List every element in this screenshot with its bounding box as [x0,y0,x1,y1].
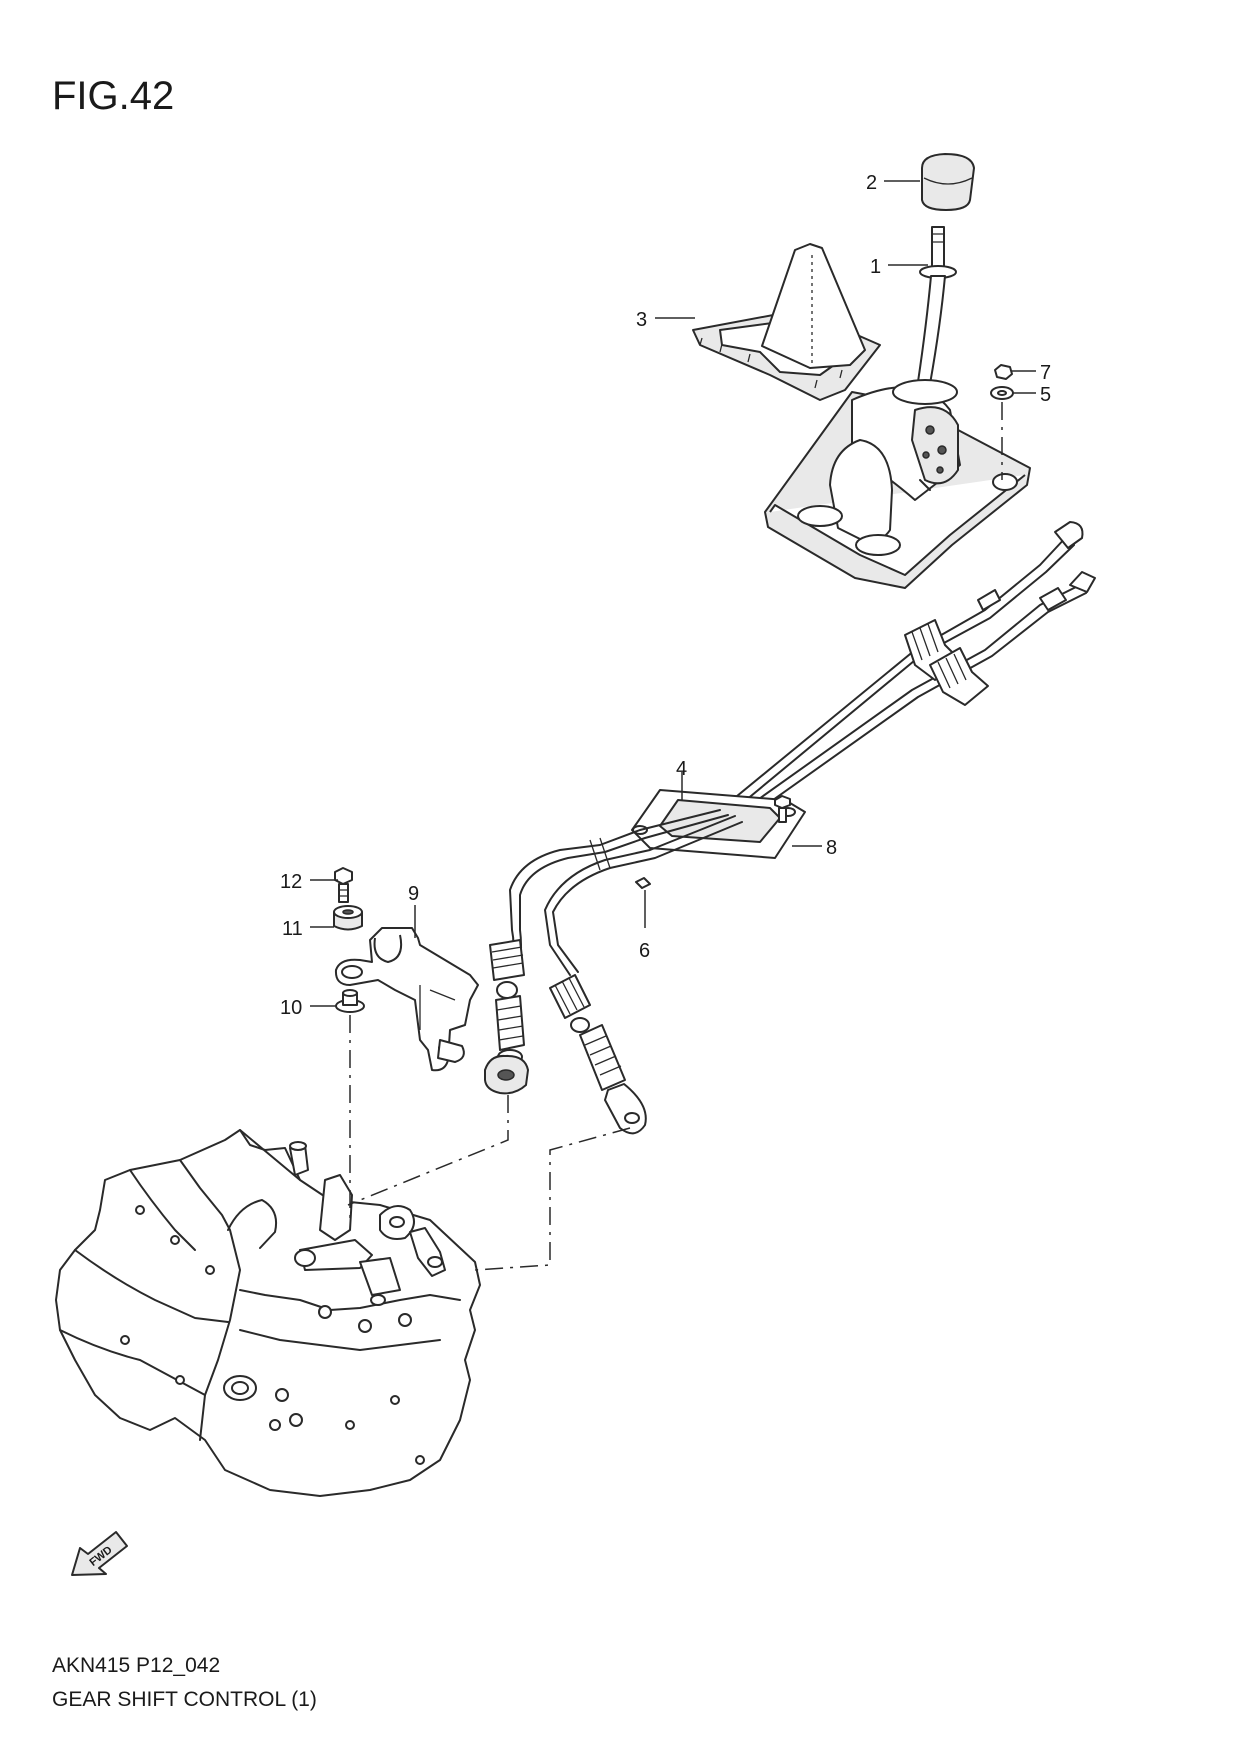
callout-10: 10 [280,997,302,1019]
shift-cable-end [549,974,647,1135]
select-cable-end [484,939,529,1095]
callout-6: 6 [639,940,650,962]
callout-3: 3 [636,309,647,331]
bolt [774,795,791,823]
callout-4: 4 [676,758,687,780]
shift-lever [915,226,957,396]
callout-12: 12 [280,871,302,893]
cable-bracket [334,927,479,1072]
grommet [333,905,363,931]
shift-cable-assembly [509,521,1096,976]
collar [335,989,365,1013]
fwd-arrow-icon: FWD [71,1531,128,1576]
callout-11: 11 [282,918,303,940]
drawing-code: AKN415 P12_042 [52,1654,221,1677]
callout-1: 1 [870,256,881,278]
assembly-line-left-cable [347,1095,509,1206]
bracket-bolt [334,867,353,903]
assembly-line-right-cable [474,1127,631,1271]
nut [994,364,1013,380]
shift-knob [921,153,975,211]
callout-2: 2 [866,172,877,194]
callout-7: 7 [1040,362,1051,384]
shift-boot [692,243,881,401]
shifter-housing [764,379,1031,589]
callout-9: 9 [408,883,419,905]
washer [990,386,1014,400]
figure-title: FIG.42 [52,74,175,118]
drawing-name: GEAR SHIFT CONTROL (1) [52,1688,317,1711]
callout-8: 8 [826,837,837,859]
transmission [55,1129,481,1497]
callout-5: 5 [1040,384,1051,406]
clip [635,877,651,889]
